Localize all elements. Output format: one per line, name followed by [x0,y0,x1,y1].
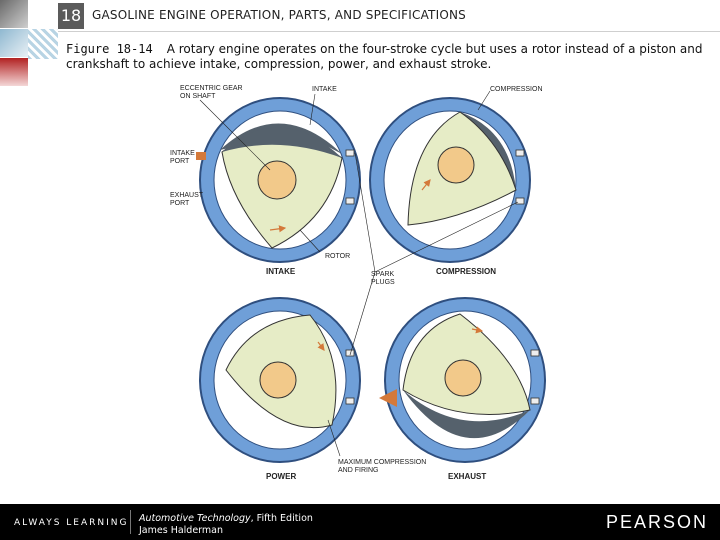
footer-divider [130,510,131,534]
leader-lines [199,90,519,457]
thumbnail-pattern-image [0,29,28,57]
compression-top-label: COMPRESSION [490,86,543,93]
intake-port-label-line1: INTAKE [170,150,195,157]
exhaust-panel-title: EXHAUST [448,472,486,481]
decorative-pattern-image [28,29,58,59]
thumbnail-car-image [0,58,28,86]
thumbnail-engine-image [0,0,28,28]
compression-panel [369,97,531,263]
eccentric-gear-label-line1: ECCENTRIC GEAR [180,85,243,92]
intake-port-label-line2: PORT [170,158,190,165]
chapter-title: GASOLINE ENGINE OPERATION, PARTS, AND SP… [92,8,466,22]
rotor-label: ROTOR [325,253,350,260]
pearson-logo: PEARSON [605,512,708,532]
spark-plugs-label-line1: SPARK [371,271,395,278]
figure-label: Figure 18-14 [66,42,153,56]
exhaust-port-label-line2: PORT [170,200,190,207]
caption-text: A rotary engine operates on the four-str… [66,42,703,71]
spark-plugs-label-line2: PLUGS [371,279,395,286]
intake-top-label: INTAKE [312,86,337,93]
eccentric-gear-label-line2: ON SHAFT [180,93,216,100]
book-citation: Automotive Technology, Fifth Edition Jam… [139,513,313,537]
max-compression-label-line1: MAXIMUM COMPRESSION [338,459,426,466]
power-panel [199,297,361,463]
book-author: James Halderman [139,525,224,536]
rotary-engine-diagram: ECCENTRIC GEAR ON SHAFT INTAKE COMPRESSI… [170,85,546,481]
max-compression-label-line2: AND FIRING [338,467,378,474]
book-edition: , Fifth Edition [250,513,313,524]
footer-bar: ALWAYS LEARNING Automotive Technology, F… [0,504,720,540]
compression-panel-title: COMPRESSION [436,267,496,276]
header-divider [58,31,720,32]
intake-panel-title: INTAKE [266,267,296,276]
power-panel-title: POWER [266,472,296,481]
chapter-number-badge: 18 [58,3,84,29]
intake-panel [196,97,361,263]
exhaust-port-label-line1: EXHAUST [170,192,204,199]
book-title: Automotive Technology [139,513,251,524]
exhaust-panel [379,297,546,463]
always-learning-text: ALWAYS LEARNING [14,518,129,528]
